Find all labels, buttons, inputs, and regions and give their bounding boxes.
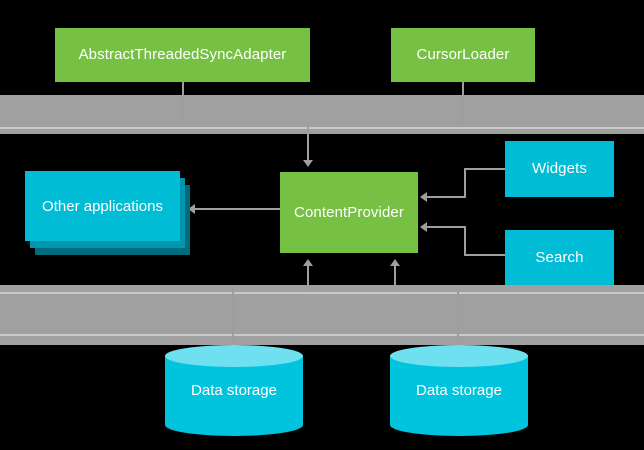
node-abstract-threaded-sync-adapter[interactable]: AbstractThreadedSyncAdapter xyxy=(55,28,310,82)
edge-widgets-vertical xyxy=(464,170,466,198)
edge-cursorloader-vertical xyxy=(462,82,464,124)
node-label: Other applications xyxy=(42,197,163,215)
cylinder-top-ellipse xyxy=(390,345,528,367)
edge-search-horizontal-right xyxy=(464,254,507,256)
node-label-wrapper: Data storage xyxy=(165,345,303,435)
arrowhead-down-contentprovider-left xyxy=(303,160,313,167)
node-other-applications[interactable]: Other applications xyxy=(25,171,200,261)
edge-cursorloader-horizontal xyxy=(307,122,464,124)
node-data-storage-right[interactable]: Data storage xyxy=(390,345,528,436)
node-label: Search xyxy=(535,248,584,266)
edge-widgets-horizontal-left xyxy=(427,196,466,198)
node-cursor-loader[interactable]: CursorLoader xyxy=(391,28,535,82)
edge-search-horizontal-left xyxy=(427,226,466,228)
edge-storage-left-down xyxy=(232,288,234,346)
node-label: CursorLoader xyxy=(416,46,510,64)
edge-search-vertical xyxy=(464,226,466,256)
node-label: Data storage xyxy=(191,381,277,399)
edge-storage-right-down xyxy=(457,288,459,346)
edge-storage-left-vertical-up xyxy=(307,266,309,290)
node-search[interactable]: Search xyxy=(505,230,614,285)
arrowhead-left-contentprovider-search xyxy=(420,222,427,232)
upper-band-separator xyxy=(0,127,644,129)
node-data-storage-left[interactable]: Data storage xyxy=(165,345,303,436)
lower-band-separator-top xyxy=(0,292,644,294)
node-label: ContentProvider xyxy=(294,203,404,221)
arrowhead-left-contentprovider-widgets xyxy=(420,192,427,202)
edge-storage-right-vertical-up xyxy=(394,266,396,290)
lower-layer-band xyxy=(0,285,644,345)
arrowhead-up-contentprovider-right xyxy=(390,259,400,266)
stack-layer-front: Other applications xyxy=(25,171,180,241)
node-widgets[interactable]: Widgets xyxy=(505,141,614,197)
edge-storage-horizontal xyxy=(307,288,395,290)
arrowhead-left-otherapps xyxy=(188,204,195,214)
lower-band-separator-bottom xyxy=(0,334,644,336)
node-label: Widgets xyxy=(532,160,587,178)
edge-to-contentprovider-top-left xyxy=(307,122,309,160)
cylinder-top-ellipse xyxy=(165,345,303,367)
node-label: AbstractThreadedSyncAdapter xyxy=(78,46,287,64)
edge-syncadapter-horizontal xyxy=(182,122,308,124)
arrowhead-up-contentprovider-left xyxy=(303,259,313,266)
edge-widgets-horizontal-right xyxy=(464,168,507,170)
node-label-wrapper: Data storage xyxy=(390,345,528,435)
node-content-provider[interactable]: ContentProvider xyxy=(280,172,418,253)
node-label: Data storage xyxy=(416,381,502,399)
edge-syncadapter-vertical xyxy=(182,82,184,124)
edge-contentprovider-to-otherapps xyxy=(195,208,283,210)
